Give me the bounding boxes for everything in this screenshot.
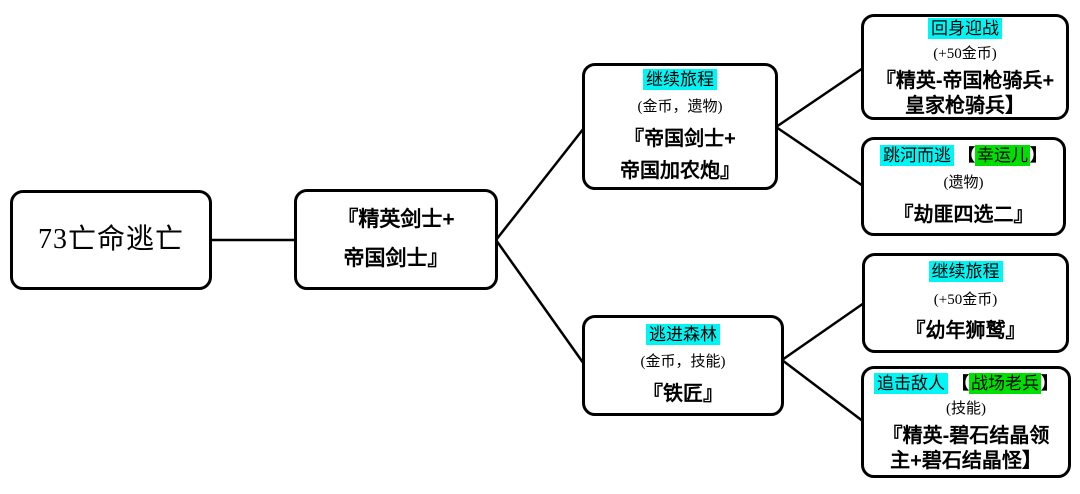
choice-highlight: 继续旅程 — [928, 261, 1003, 282]
trait-open-bracket: 【 — [952, 373, 969, 393]
reward-label: (金币，遗物) — [637, 99, 723, 115]
reward-label: (+50金币) — [933, 46, 997, 62]
result-enemies: 『精英-碧石结晶领 主+碧石结晶怪】 — [883, 424, 1050, 474]
result-line-2: 皇家枪骑兵】 — [905, 94, 1025, 117]
node-option-flee-forest: 逃进森林 (金币，技能) 『铁匠』 — [582, 315, 784, 416]
reward-label: (技能) — [946, 401, 986, 417]
node-initial-encounter: 『精英剑士+ 帝国剑士』 — [294, 189, 498, 290]
node-option-continue-journey: 继续旅程 (金币，遗物) 『帝国剑士+ 帝国加农炮』 — [582, 63, 778, 190]
link-forest-to-journey — [781, 301, 865, 362]
link-continue-to-fight — [775, 66, 864, 129]
choice-highlight: 追击敌人 — [874, 372, 948, 394]
encounter-line-2: 帝国剑士』 — [343, 246, 449, 270]
result-enemies: 『帝国剑士+ 帝国加农炮』 — [620, 123, 740, 187]
choice-highlight: 跳河而逃 — [880, 144, 954, 166]
reward-label: (金币，技能) — [640, 354, 726, 370]
result-enemies: 『铁匠』 — [643, 378, 723, 410]
node-event-title: 73亡命逃亡 — [10, 190, 212, 290]
link-start-to-forest — [494, 239, 586, 365]
event-title-text: 73亡命逃亡 — [37, 224, 184, 255]
choice-label: 追击敌人【战场老兵】 — [874, 371, 1058, 397]
choice-label: 跳河而逃【幸运儿】 — [880, 143, 1047, 169]
choice-highlight: 逃进森林 — [646, 323, 720, 345]
trait-open-bracket: 【 — [958, 145, 975, 165]
reward-label: (遗物) — [943, 175, 984, 191]
result-line-2: 帝国加农炮』 — [620, 159, 740, 182]
choice-label: 逃进森林 — [646, 322, 720, 348]
result-line-1: 『精英-碧石结晶领 — [882, 424, 1050, 447]
result-line-1: 『劫匪四选二』 — [893, 203, 1034, 226]
result-enemies: 『幼年狮鹫』 — [906, 315, 1026, 347]
result-enemies: 『精英-帝国枪骑兵+ 皇家枪骑兵】 — [876, 69, 1054, 119]
node-outcome-turn-and-fight: 回身迎战 (+50金币) 『精英-帝国枪骑兵+ 皇家枪骑兵】 — [861, 14, 1069, 120]
choice-label: 继续旅程 — [928, 259, 1003, 285]
trait-highlight: 战场老兵 — [969, 372, 1041, 394]
result-line-1: 『帝国剑士+ — [624, 127, 736, 150]
encounter-enemies: 『精英剑士+ 帝国剑士』 — [337, 201, 454, 279]
result-line-1: 『精英-帝国枪骑兵+ — [875, 69, 1055, 92]
result-line-2: 主+碧石结晶怪】 — [890, 449, 1042, 472]
trait-highlight: 幸运儿 — [975, 144, 1030, 166]
trait-close-bracket: 】 — [1030, 145, 1047, 165]
link-start-to-continue — [495, 127, 585, 241]
node-outcome-continue-journey: 继续旅程 (+50金币) 『幼年狮鹫』 — [862, 253, 1069, 353]
node-outcome-chase-enemy: 追击敌人【战场老兵】 (技能) 『精英-碧石结晶领 主+碧石结晶怪】 — [861, 366, 1071, 478]
choice-label: 回身迎战 — [928, 16, 1002, 42]
choice-label: 继续旅程 — [643, 67, 717, 93]
result-line-1: 『幼年狮鹫』 — [905, 320, 1026, 342]
result-enemies: 『劫匪四选二』 — [894, 199, 1034, 231]
link-forest-to-chase — [781, 359, 865, 423]
encounter-line-1: 『精英剑士+ — [337, 207, 455, 231]
trait-close-bracket: 】 — [1041, 373, 1058, 393]
result-line-1: 『铁匠』 — [643, 382, 723, 405]
choice-highlight: 回身迎战 — [928, 17, 1002, 39]
node-outcome-jump-river: 跳河而逃【幸运儿】 (遗物) 『劫匪四选二』 — [861, 137, 1066, 236]
reward-label: (+50金币) — [933, 291, 998, 308]
choice-highlight: 继续旅程 — [643, 68, 717, 90]
link-continue-to-river — [775, 125, 864, 188]
